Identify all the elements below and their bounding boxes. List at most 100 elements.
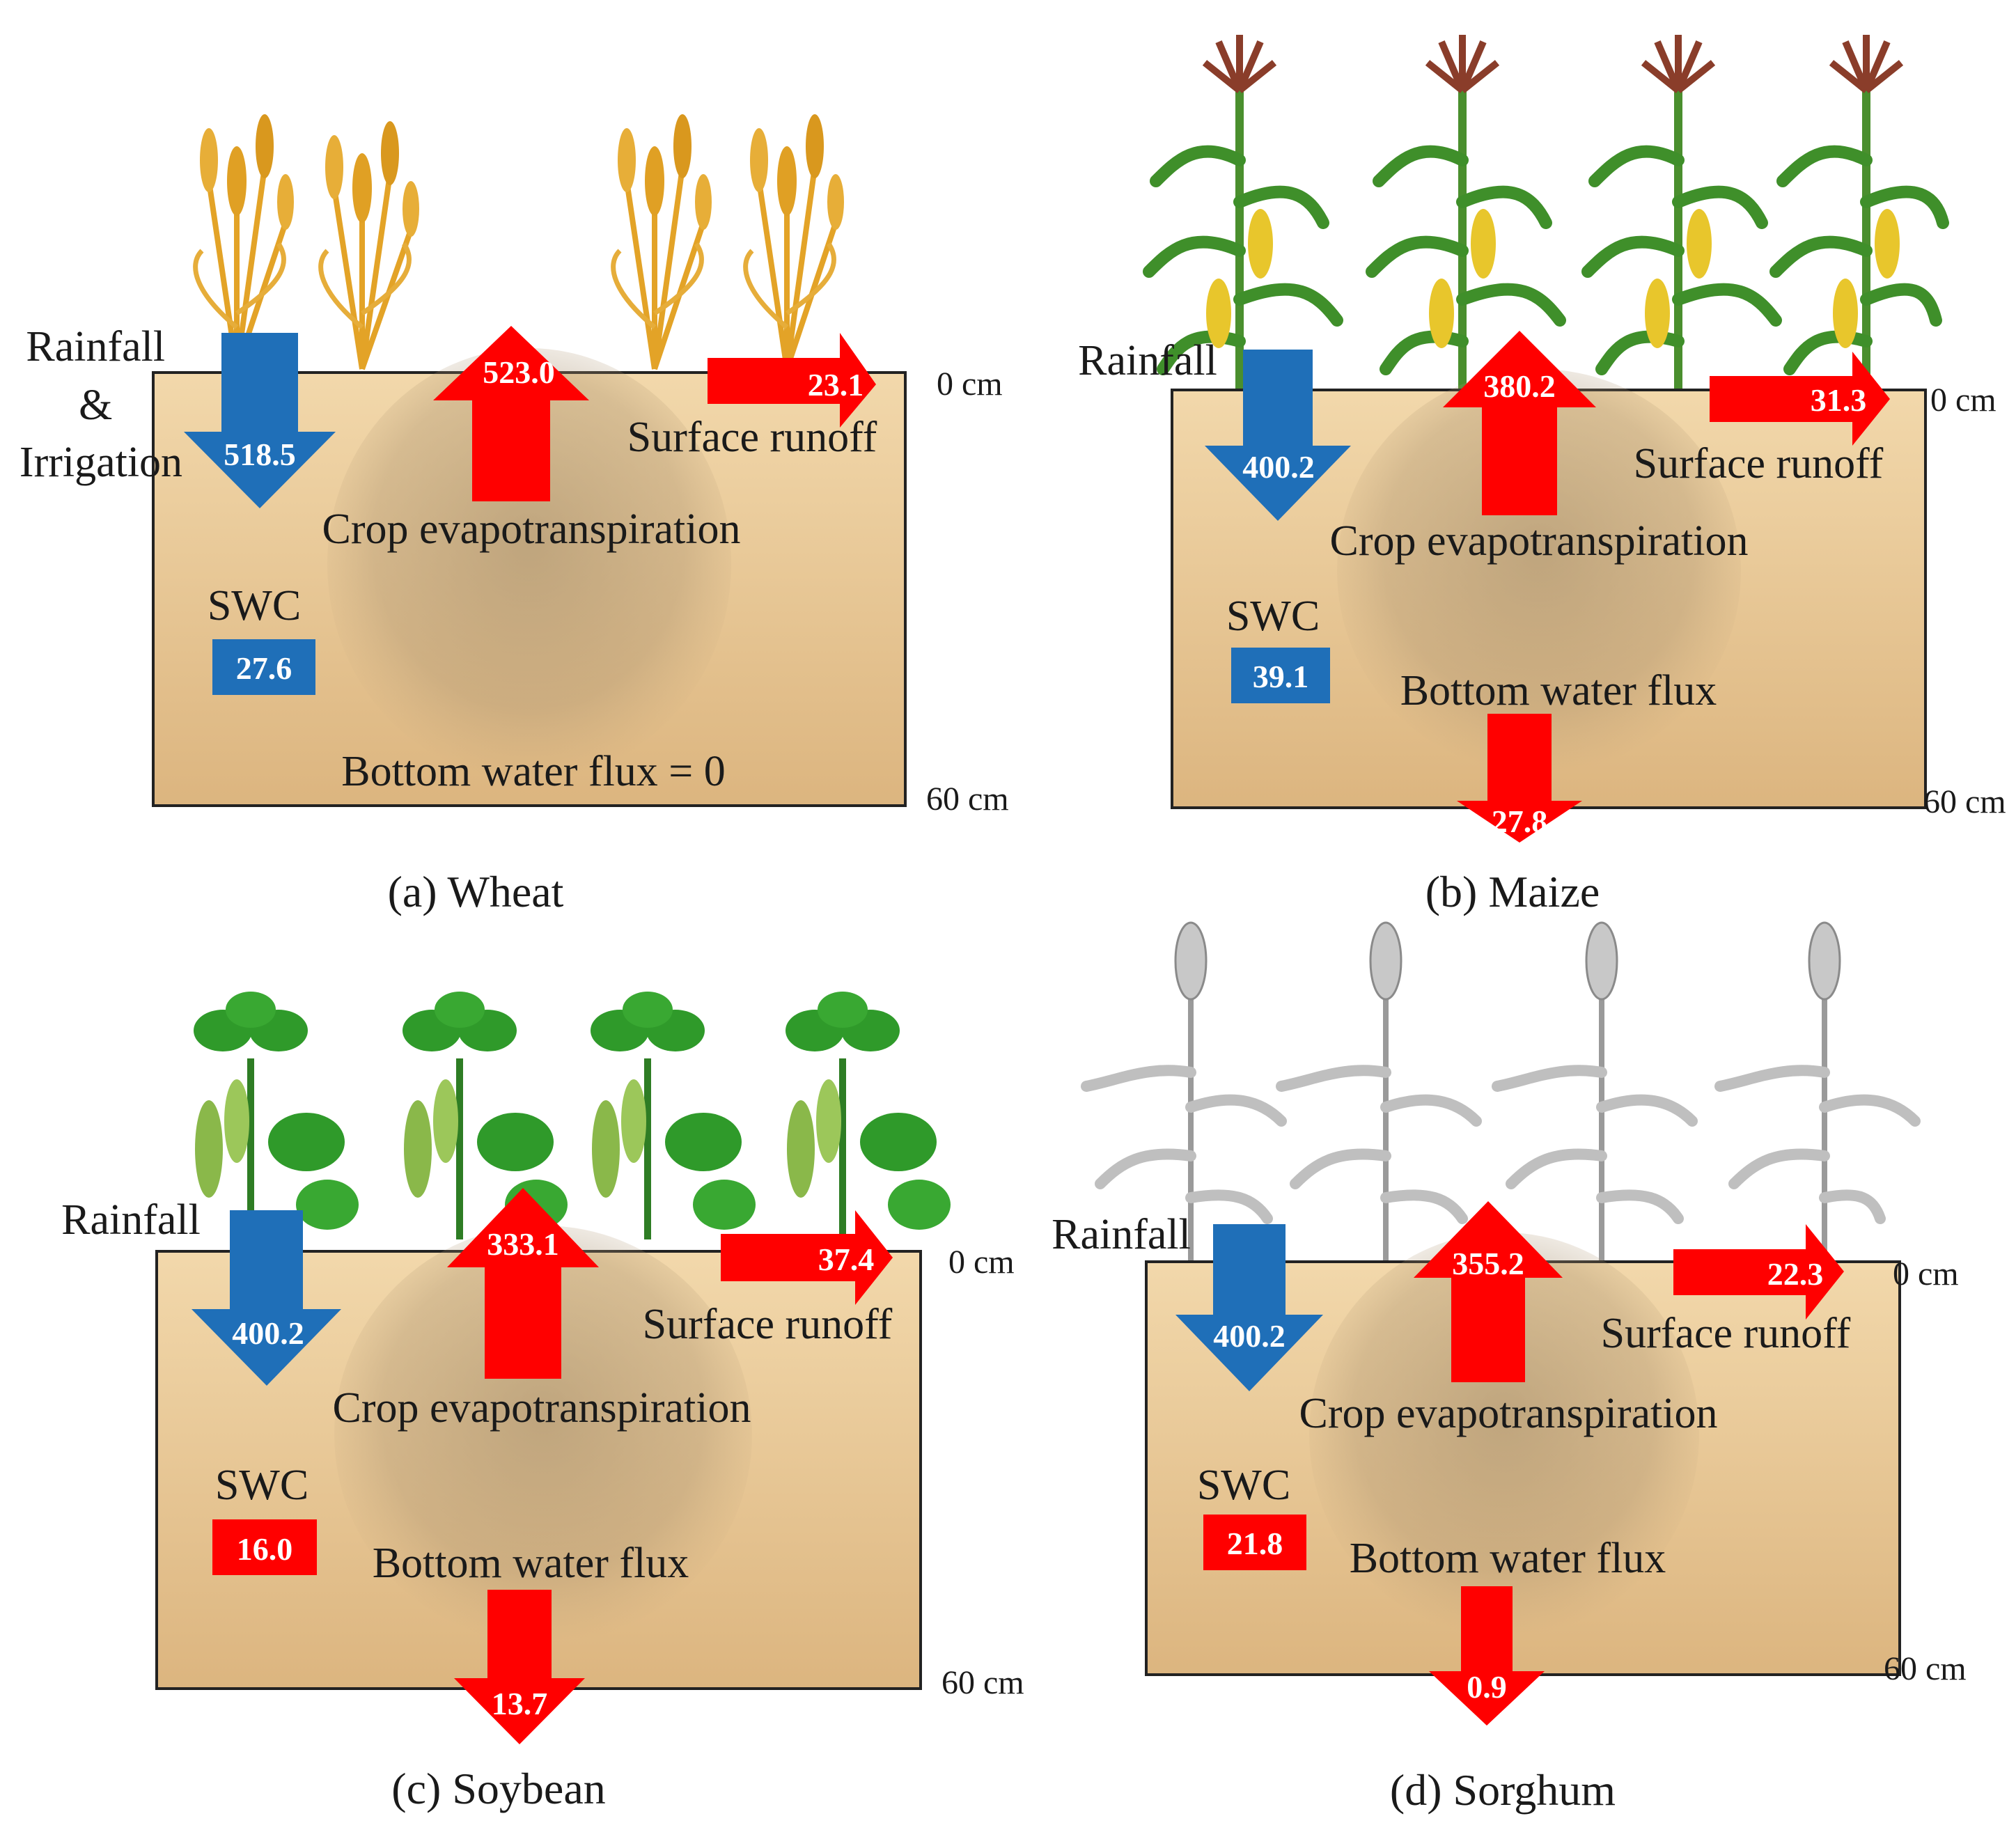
sorghum-plant-icon — [1492, 921, 1698, 1260]
rainfall-value: 400.2 — [1242, 449, 1315, 485]
rainfall-label: Rainfall — [1052, 1211, 1191, 1258]
depth-bottom-label: 60 cm — [941, 1664, 1024, 1701]
root-zone — [1309, 1233, 1699, 1636]
maize-plant-icon — [1581, 35, 1782, 390]
panel-sorghum: Rainfall 400.2 355.2 22.3 Surface runoff… — [1052, 921, 1967, 1815]
et-value: 523.0 — [483, 354, 555, 390]
bottom-flux-label: Bottom water flux — [1350, 1535, 1666, 1582]
wheat-plants — [193, 114, 844, 370]
crop-et-label: Crop evapotranspiration — [1299, 1390, 1718, 1437]
bottom-flux-arrow: 0.9 — [1429, 1586, 1545, 1726]
panel-maize: Rainfall 400.2 380.2 31.3 Surface runoff… — [1078, 35, 2006, 916]
bottom-flux-label: Bottom water flux — [1400, 667, 1717, 714]
rainfall-label-line1: Rainfall — [26, 323, 165, 370]
rainfall-label-line2: & — [79, 382, 112, 429]
soybean-plant-icon — [194, 992, 359, 1239]
runoff-arrow: 37.4 — [721, 1210, 893, 1305]
bottom-flux-value: 27.8 — [1492, 804, 1548, 839]
surface-runoff-label: Surface runoff — [643, 1301, 893, 1348]
swc-box — [1203, 1515, 1306, 1570]
rainfall-label-line3: Irrigation — [19, 439, 182, 486]
rainfall-arrow: 400.2 — [192, 1210, 341, 1386]
rainfall-arrow: 518.5 — [184, 333, 336, 508]
sorghum-plants — [1081, 921, 1921, 1260]
depth-bottom-label: 60 cm — [1923, 783, 2006, 820]
bottom-flux-label: Bottom water flux — [373, 1540, 689, 1587]
depth-bottom-label: 60 cm — [926, 781, 1009, 817]
et-value: 333.1 — [487, 1226, 559, 1262]
bottom-flux-label: Bottom water flux = 0 — [341, 748, 726, 795]
runoff-value: 31.3 — [1811, 382, 1867, 418]
surface-runoff-label: Surface runoff — [627, 414, 877, 461]
root-zone — [334, 1226, 752, 1643]
caption-sorghum: (d) Sorghum — [1390, 1765, 1616, 1815]
caption-wheat: (a) Wheat — [388, 867, 564, 916]
bottom-flux-value: 13.7 — [492, 1686, 548, 1721]
swc-box — [212, 639, 315, 695]
crop-et-label: Crop evapotranspiration — [1330, 517, 1749, 565]
surface-runoff-label: Surface runoff — [1634, 440, 1884, 487]
wheat-plant-icon — [318, 121, 419, 370]
rainfall-value: 400.2 — [232, 1315, 304, 1351]
depth-top-label: 0 cm — [1930, 382, 1997, 418]
rainfall-value: 518.5 — [224, 437, 296, 472]
runoff-arrow: 31.3 — [1710, 352, 1890, 446]
runoff-arrow: 22.3 — [1673, 1224, 1844, 1320]
wheat-plant-icon — [193, 114, 294, 370]
bottom-flux-arrow: 27.8 — [1457, 714, 1582, 843]
maize-plant-icon — [1143, 35, 1343, 390]
crop-et-label: Crop evapotranspiration — [322, 506, 741, 553]
maize-plants — [1143, 35, 1949, 390]
bottom-flux-arrow: 13.7 — [454, 1590, 585, 1744]
runoff-value: 22.3 — [1767, 1256, 1824, 1292]
swc-label: SWC — [1226, 593, 1320, 640]
swc-box — [1231, 648, 1330, 703]
rainfall-value: 400.2 — [1213, 1318, 1286, 1354]
root-zone — [327, 348, 731, 780]
sorghum-plant-icon — [1714, 921, 1921, 1260]
et-value: 380.2 — [1483, 368, 1556, 404]
caption-soybean: (c) Soybean — [391, 1764, 605, 1813]
swc-value: 21.8 — [1227, 1526, 1283, 1561]
wheat-plant-icon — [611, 114, 712, 370]
swc-value: 27.6 — [236, 650, 292, 686]
panel-soybean: Rainfall 400.2 333.1 37.4 Surface runoff… — [61, 992, 1024, 1813]
panel-wheat: Rainfall & Irrigation 518.5 523.0 23.1 S… — [19, 114, 1009, 916]
surface-runoff-label: Surface runoff — [1601, 1310, 1851, 1357]
depth-top-label: 0 cm — [1893, 1255, 1959, 1292]
depth-top-label: 0 cm — [937, 366, 1003, 402]
swc-box — [212, 1519, 317, 1575]
et-value: 355.2 — [1452, 1246, 1524, 1281]
et-arrow: 355.2 — [1414, 1201, 1563, 1382]
swc-label: SWC — [215, 1462, 308, 1509]
et-arrow: 523.0 — [433, 326, 589, 501]
bottom-flux-value: 0.9 — [1467, 1669, 1507, 1705]
svg-text:Rainfall & Irrigat: Rainfall & Irrigation — [19, 323, 182, 486]
runoff-value: 37.4 — [818, 1242, 875, 1277]
runoff-arrow: 23.1 — [708, 333, 876, 428]
maize-plant-icon — [1366, 35, 1566, 390]
rainfall-label: Rainfall — [1078, 337, 1217, 384]
swc-value: 16.0 — [237, 1531, 293, 1567]
sorghum-plant-icon — [1081, 921, 1287, 1260]
maize-plant-icon — [1769, 35, 1949, 390]
rainfall-arrow: 400.2 — [1205, 350, 1351, 521]
soybean-plant-icon — [591, 992, 756, 1239]
runoff-value: 23.1 — [808, 367, 864, 402]
rainfall-label: Rainfall — [61, 1196, 201, 1244]
depth-top-label: 0 cm — [948, 1244, 1015, 1281]
et-arrow: 333.1 — [447, 1188, 599, 1379]
swc-value: 39.1 — [1253, 659, 1309, 694]
et-arrow: 380.2 — [1443, 331, 1596, 515]
caption-maize: (b) Maize — [1425, 867, 1600, 916]
root-zone — [1337, 369, 1741, 773]
swc-label: SWC — [208, 582, 301, 629]
crop-et-label: Crop evapotranspiration — [333, 1384, 751, 1432]
rainfall-arrow: 400.2 — [1175, 1224, 1323, 1391]
soybean-plant-icon — [786, 992, 951, 1239]
swc-label: SWC — [1197, 1462, 1290, 1509]
soybean-plant-icon — [403, 992, 568, 1239]
sorghum-plant-icon — [1276, 921, 1482, 1260]
soybean-plants — [194, 992, 951, 1239]
